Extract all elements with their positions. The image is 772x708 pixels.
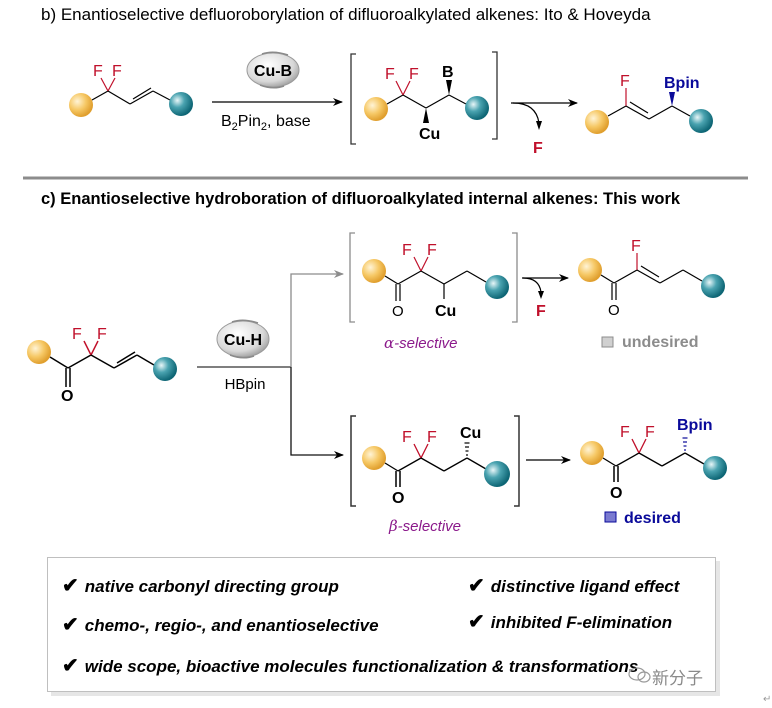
section-b-product: F Bpin: [585, 73, 713, 134]
catalyst-cu-h: Cu-H: [216, 319, 270, 359]
beta-selective-label: β-selective: [388, 517, 461, 535]
beta-intermediate: O F F Cu: [350, 415, 520, 507]
checkmark-icon: ✔: [468, 575, 485, 597]
beta-branch-arrow: [290, 367, 344, 459]
summary-item-text: inhibited F-elimination: [490, 613, 673, 632]
undesired-marker-icon: [601, 336, 614, 348]
watermark-text: 新分子: [652, 669, 703, 688]
beta-product-desired: O F F Bpin: [580, 417, 727, 502]
bracket-left: [349, 232, 355, 323]
summary-item-text: wide scope, bioactive molecules function…: [84, 657, 639, 676]
oxygen-label: O: [610, 485, 622, 502]
paragraph-mark-icon: ↵: [763, 694, 772, 705]
teal-substituent-ball: [169, 92, 193, 116]
eliminated-fluoride: F: [536, 303, 546, 320]
alpha-product-undesired: O F: [578, 238, 725, 319]
summary-box: [47, 557, 716, 692]
catalyst-label: Cu-H: [224, 332, 262, 349]
oxygen-label: O: [61, 388, 73, 405]
copper-label: Cu: [435, 303, 456, 320]
wechat-icon: [628, 667, 651, 683]
section-b-title: b) Enantioselective defluoroborylation o…: [41, 5, 651, 24]
fluorine-label: F: [402, 242, 412, 259]
reagent-label: HBpin: [225, 376, 266, 393]
copper-label: Cu: [419, 126, 440, 143]
bracket-right: [514, 415, 520, 507]
orange-substituent-ball: [69, 93, 93, 117]
fluorine-label: F: [402, 429, 412, 446]
fluorine-label: F: [620, 73, 630, 90]
fluorine-label: F: [631, 238, 641, 255]
summary-item: ✔ inhibited F-elimination: [468, 609, 672, 634]
copper-label: Cu: [460, 425, 481, 442]
summary-item-text: chemo-, regio-, and enantioselective: [84, 616, 379, 635]
section-c-title: c) Enantioselective hydroboration of dif…: [41, 190, 681, 208]
bpin-label: Bpin: [664, 75, 700, 92]
summary-item-text: native carbonyl directing group: [84, 577, 339, 596]
catalyst-label: Cu-B: [254, 63, 292, 80]
elimination-arrow: [522, 277, 542, 293]
undesired-label: undesired: [622, 334, 698, 351]
fluorine-label: F: [97, 326, 107, 343]
checkmark-icon: ✔: [62, 614, 79, 636]
fluorine-label: F: [93, 63, 103, 80]
bracket-left: [350, 415, 356, 507]
fluorine-label: F: [112, 63, 122, 80]
catalyst-cu-b: Cu-B: [246, 51, 300, 89]
section-b-starting-alkene: F F: [69, 63, 193, 117]
fluorine-label: F: [409, 66, 419, 83]
checkmark-icon: ✔: [468, 611, 485, 633]
desired-marker-icon: [604, 511, 617, 523]
fluorine-label: F: [620, 424, 630, 441]
fluorine-label: F: [645, 424, 655, 441]
oxygen-label: O: [392, 490, 404, 507]
bpin-label: Bpin: [677, 417, 713, 434]
summary-item: ✔ native carbonyl directing group: [62, 573, 339, 598]
checkmark-icon: ✔: [62, 655, 79, 677]
alpha-intermediate: O F F Cu: [349, 232, 518, 323]
summary-item: ✔ chemo-, regio-, and enantioselective: [62, 612, 379, 637]
hashed-wedge: [464, 442, 470, 456]
summary-item: ✔ distinctive ligand effect: [468, 573, 679, 598]
oxygen-label: O: [608, 302, 620, 319]
desired-label: desired: [624, 510, 681, 527]
eliminated-fluoride: F: [533, 140, 543, 157]
summary-item-text: distinctive ligand effect: [490, 577, 680, 596]
bracket-right: [512, 232, 518, 323]
hashed-wedge: [682, 437, 688, 451]
checkmark-icon: ✔: [62, 575, 79, 597]
alpha-branch-arrow: [290, 270, 344, 367]
fluorine-label: F: [385, 66, 395, 83]
alpha-selective-label: α-selective: [384, 334, 458, 352]
elimination-arrow: [512, 102, 540, 124]
bracket-left: [350, 53, 356, 145]
section-c-starting-ketone: O F F: [27, 326, 177, 405]
section-b-intermediate: F F Cu B: [350, 51, 498, 145]
fluorine-label: F: [72, 326, 82, 343]
boron-label: B: [442, 64, 454, 81]
oxygen-label: O: [392, 303, 404, 320]
fluorine-label: F: [427, 429, 437, 446]
summary-item: ✔ wide scope, bioactive molecules functio…: [62, 653, 638, 678]
bracket-right: [492, 51, 498, 140]
reagent-label: B2Pin2, base: [221, 113, 311, 133]
fluorine-label: F: [427, 242, 437, 259]
